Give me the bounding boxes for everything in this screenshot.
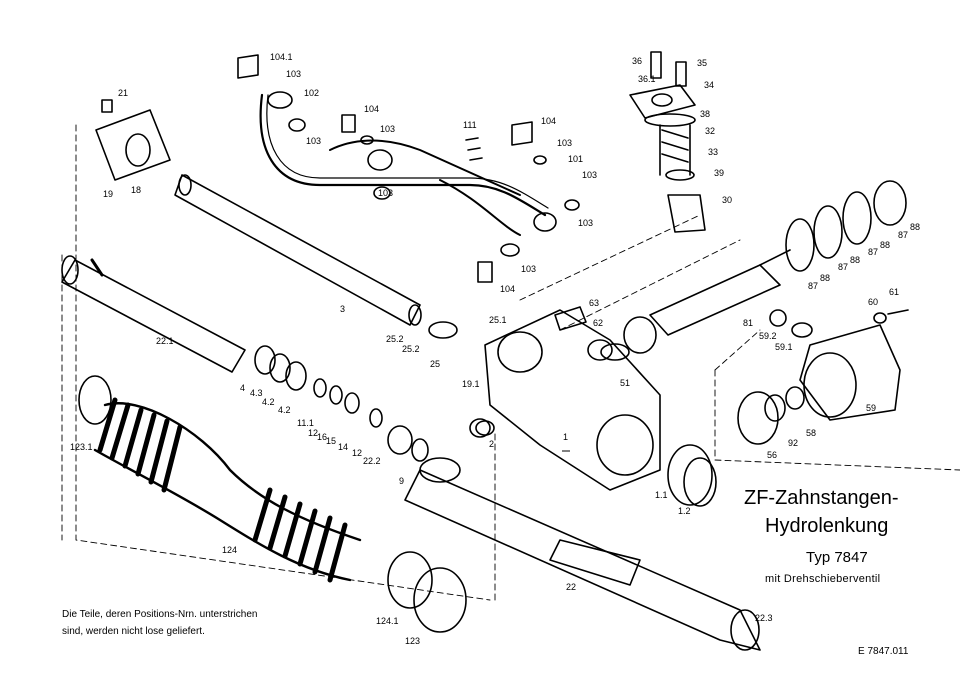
- part-label: 123.1: [70, 442, 93, 452]
- part-label: 19.1: [462, 379, 480, 389]
- part-label: 88: [880, 240, 890, 250]
- part-label: 51: [620, 378, 630, 388]
- part-label: 63: [589, 298, 599, 308]
- part-label: 11.1: [297, 418, 314, 428]
- part-label: 1.2: [678, 506, 691, 516]
- part-label: 103: [306, 136, 321, 146]
- part-label: 25.2: [402, 344, 420, 354]
- title-line-1: ZF-Zahnstangen-: [744, 487, 899, 509]
- part-label: 101: [568, 154, 583, 164]
- part-label: 123: [405, 636, 420, 646]
- part-label: 59: [866, 403, 876, 413]
- part-label: 60: [868, 297, 878, 307]
- part-label: 22.2: [363, 456, 381, 466]
- part-label: 22: [566, 582, 576, 592]
- part-label: 39: [714, 168, 724, 178]
- part-label: 14: [338, 442, 348, 452]
- part-label: 104: [541, 116, 556, 126]
- part-label: 36.1: [638, 74, 656, 84]
- title-line-2: Hydrolenkung: [765, 515, 889, 537]
- part-label: 1.1: [655, 490, 668, 500]
- part-label: 103: [521, 264, 536, 274]
- document-number: E 7847.011: [858, 646, 909, 657]
- part-label: 33: [708, 147, 718, 157]
- type-label: Typ 7847: [806, 549, 868, 566]
- part-label: 12: [352, 448, 362, 458]
- part-label: 103: [582, 170, 597, 180]
- note-line-1: Die Teile, deren Positions-Nrn. unterstr…: [62, 609, 258, 620]
- part-label: 25: [430, 359, 440, 369]
- part-label: 87: [808, 281, 818, 291]
- part-label: 124: [222, 545, 237, 555]
- part-label: 92: [788, 438, 798, 448]
- part-label: 103: [378, 188, 393, 198]
- part-label: 16: [317, 432, 327, 442]
- part-label: 88: [820, 273, 830, 283]
- part-label: 59.1: [775, 342, 793, 352]
- part-label: 88: [850, 255, 860, 265]
- part-label: 88: [910, 222, 920, 232]
- part-label: 111: [463, 120, 477, 130]
- part-label: 104.1: [270, 52, 293, 62]
- part-label: 102: [304, 88, 319, 98]
- part-label: 58: [806, 428, 816, 438]
- part-label: 25.1: [489, 315, 507, 325]
- part-label: 87: [838, 262, 848, 272]
- part-label: 35: [697, 58, 707, 68]
- part-label: 104: [500, 284, 515, 294]
- part-label: 38: [700, 109, 710, 119]
- part-label: 15: [326, 436, 336, 446]
- part-label: 103: [578, 218, 593, 228]
- part-label: 9: [399, 476, 404, 486]
- part-label: 1: [563, 432, 568, 442]
- note-line-2: sind, werden nicht lose geliefert.: [62, 626, 205, 637]
- part-label: 4.2: [278, 405, 291, 415]
- part-label: 4: [240, 383, 245, 393]
- part-label: 25.2: [386, 334, 404, 344]
- part-label: 103: [286, 69, 301, 79]
- part-label: 32: [705, 126, 715, 136]
- part-label: 19: [103, 189, 113, 199]
- part-label: 103: [380, 124, 395, 134]
- part-label: 124.1: [376, 616, 399, 626]
- part-label: 18: [131, 185, 141, 195]
- part-label: 62: [593, 318, 603, 328]
- subtitle: mit Drehschieberventil: [765, 573, 881, 585]
- part-label: 2: [489, 439, 494, 449]
- part-label: 61: [889, 287, 899, 297]
- part-label: 34: [704, 80, 714, 90]
- part-label: 12: [308, 428, 318, 438]
- part-label: 22.3: [755, 613, 773, 623]
- part-label: 103: [557, 138, 572, 148]
- part-label: 4.3: [250, 388, 263, 398]
- part-label: 87: [868, 247, 878, 257]
- part-label: 3: [340, 304, 345, 314]
- part-label: 30: [722, 195, 732, 205]
- part-label: 56: [767, 450, 777, 460]
- part-label: 21: [118, 88, 128, 98]
- part-label: 104: [364, 104, 379, 114]
- part-label: 36: [632, 56, 642, 66]
- part-label: 81: [743, 318, 753, 328]
- part-label: 87: [898, 230, 908, 240]
- part-label: 22.1: [156, 336, 174, 346]
- part-label: 4.2: [262, 397, 275, 407]
- part-label: 59.2: [759, 331, 777, 341]
